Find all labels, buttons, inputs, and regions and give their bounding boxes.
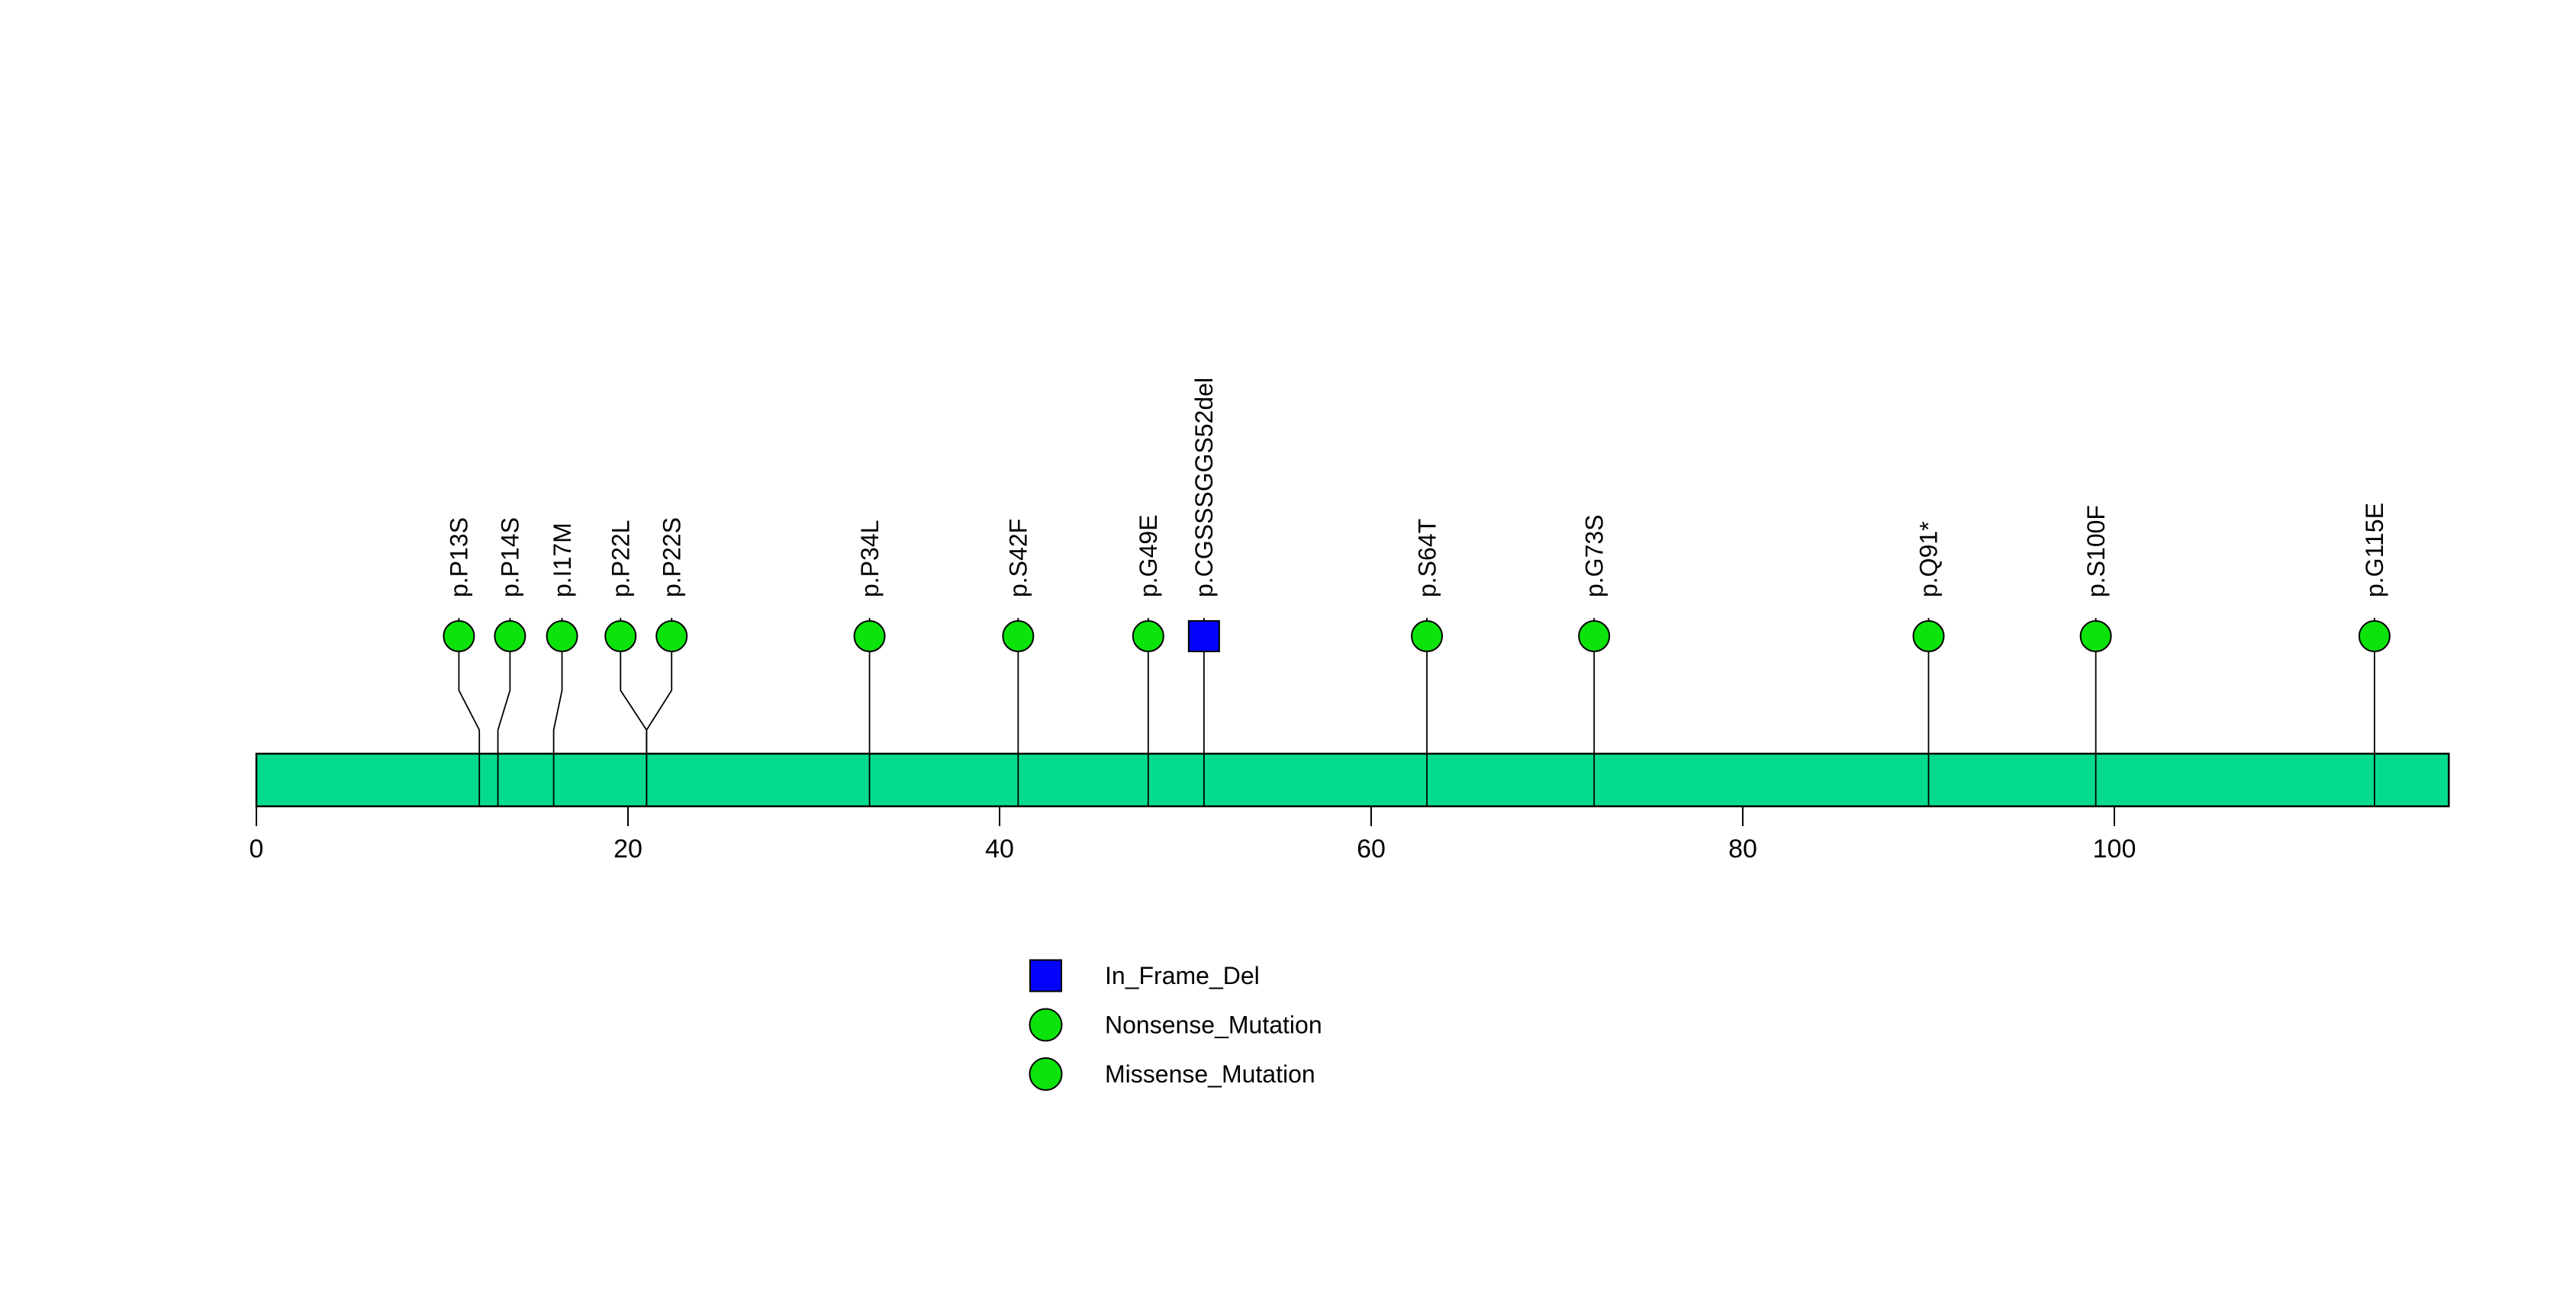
mutation-label: p.G115E (2361, 503, 2388, 597)
legend-swatch (1029, 1057, 1063, 1091)
mutation-label: p.P13S (446, 517, 473, 597)
mutation-stem (458, 618, 481, 806)
mutation-label: p.S64T (1413, 519, 1441, 597)
mutation-label: p.P22L (607, 520, 634, 597)
mutation-marker (1187, 620, 1220, 652)
protein-bar (255, 752, 2450, 808)
mutation-marker (655, 620, 688, 652)
mutation-marker (443, 620, 475, 652)
mutation-marker (1411, 620, 1444, 652)
axis-tick-label: 60 (1357, 835, 1386, 864)
mutation-marker (2079, 620, 2112, 652)
mutation-marker (546, 620, 578, 652)
mutation-marker (494, 620, 526, 652)
mutation-label: p.CGSSSGGS52del (1190, 378, 1218, 597)
mutation-label: p.P34L (856, 520, 884, 597)
mutation-label: p.S42F (1005, 519, 1032, 597)
axis-tick-label: 100 (2093, 835, 2136, 864)
mutation-label: p.G49E (1135, 514, 1162, 597)
axis-tick-label: 20 (613, 835, 642, 864)
mutation-marker (2358, 620, 2391, 652)
legend-swatch (1029, 1008, 1063, 1042)
legend-label: Missense_Mutation (1105, 1060, 1315, 1088)
mutation-stem (552, 618, 563, 806)
mutation-label: p.I17M (549, 523, 576, 597)
mutation-label: p.Q91* (1915, 521, 1943, 597)
mutation-stem (497, 618, 511, 806)
axis-tick-label: 40 (985, 835, 1014, 864)
mutation-marker (1132, 620, 1164, 652)
mutation-marker (1912, 620, 1945, 652)
legend-swatch (1029, 959, 1062, 992)
mutation-label: p.P22S (658, 517, 685, 597)
mutation-label: p.S100F (2082, 505, 2110, 597)
axis-tick-label: 0 (250, 835, 264, 864)
mutation-label: p.G73S (1580, 514, 1608, 597)
mutation-marker (604, 620, 637, 652)
mutation-label: p.P14S (497, 517, 524, 597)
legend-label: Nonsense_Mutation (1105, 1012, 1322, 1039)
mutation-stem (646, 618, 673, 806)
mutation-marker (1578, 620, 1611, 652)
mutation-marker (1002, 620, 1035, 652)
mutation-marker (853, 620, 886, 652)
legend-label: In_Frame_Del (1105, 962, 1260, 989)
axis-tick-label: 80 (1728, 835, 1757, 864)
